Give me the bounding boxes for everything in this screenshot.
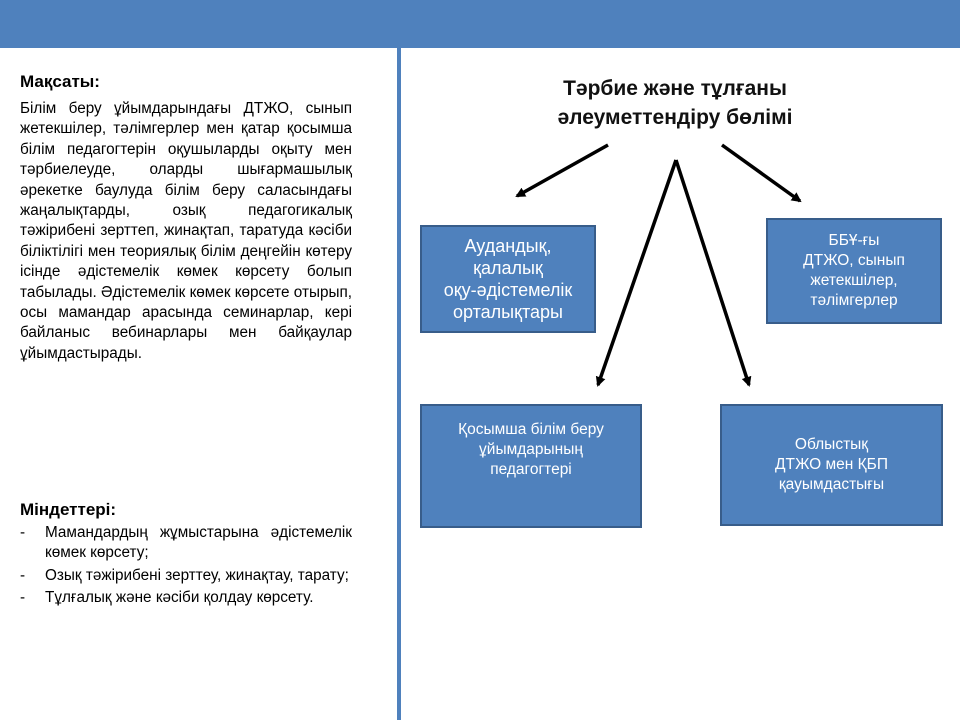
arrow-to-regional-association [674,159,752,387]
arrow-to-district-centers [515,143,609,198]
tasks-title: Міндеттері: [20,500,117,519]
task-item: - Озық тәжірибені зерттеу, жинақтау, тара… [20,566,352,586]
goal-section: Мақсаты: Білім беру ұйымдарындағы ДТЖО, … [20,72,352,364]
goal-text: Білім беру ұйымдарындағы ДТЖО, сынып жет… [20,100,352,362]
node-label: қалалық [473,258,543,278]
goal-title: Мақсаты: [20,72,100,91]
bullet-dash: - [20,566,26,584]
vertical-divider [397,48,401,720]
node-label: орталықтары [453,302,563,322]
task-item: - Мамандардың жұмыстарына әдістемелік көм… [20,523,352,564]
node-label: қауымдастығы [778,476,885,493]
task-text: Озық тәжірибені зерттеу, жинақтау, тарат… [45,566,349,584]
node-label: ДТЖО, сынып [803,252,905,269]
diagram-title-line: әлеуметтендіру бөлімі [557,106,793,129]
top-banner [0,0,960,48]
task-text: Тұлғалық және кәсіби қолдау көрсету. [45,589,314,607]
diagram-title-line: Тәрбие және тұлғаны [563,77,787,100]
node-label: ұйымдарының [479,441,583,458]
node-label: жетекшілер, [810,272,898,289]
node-label: Облыстық [794,436,869,453]
arrow-to-school-staff [720,143,802,203]
node-label: тәлімгерлер [810,292,898,309]
node-label: педагогтері [490,461,572,478]
tasks-list: - Мамандардың жұмыстарына әдістемелік көм… [20,523,352,611]
node-label: Аудандық, [464,236,552,256]
bullet-dash: - [20,589,26,607]
bullet-dash: - [20,524,26,541]
diagram-title: Тәрбие және тұлғаны әлеуметтендіру бөлім… [490,74,860,132]
arrow-to-additional-teachers [595,159,678,387]
node-additional-teachers: Қосымша білім беру ұйымдарының педагогте… [420,404,642,528]
node-label: ББҰ-ғы [828,232,880,249]
node-regional-association: Облыстық ДТЖО мен ҚБП қауымдастығы [720,404,943,526]
node-label: Қосымша білім беру [458,421,604,438]
node-label: оқу-әдістемелік [443,280,573,300]
node-district-centers: Аудандық, қалалық оқу-әдістемелік орталы… [420,225,596,333]
node-label: ДТЖО мен ҚБП [775,456,888,473]
task-item: - Тұлғалық және кәсіби қолдау көрсету. [20,588,352,608]
node-school-staff: ББҰ-ғы ДТЖО, сынып жетекшілер, тәлімгерл… [766,218,942,324]
task-text: Мамандардың жұмыстарына әдістемелік көме… [45,524,352,562]
